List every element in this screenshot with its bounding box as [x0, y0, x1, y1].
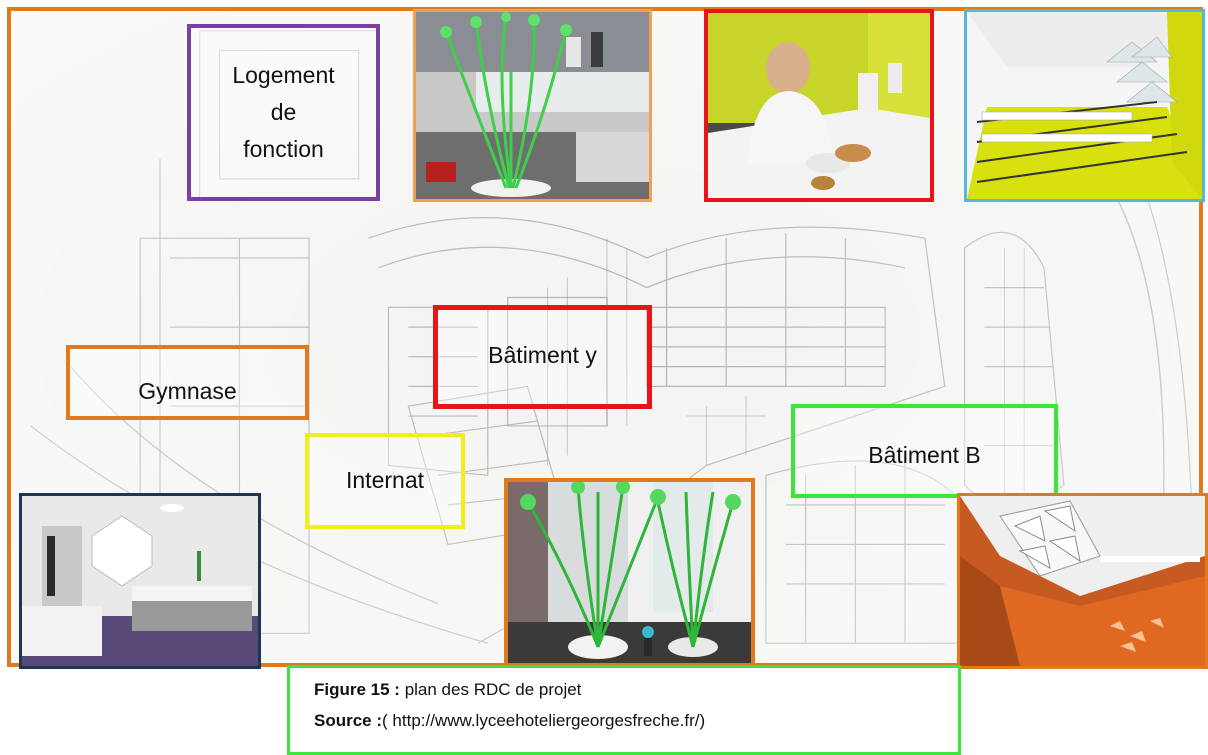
gymnase-text: Gymnase	[138, 378, 237, 405]
logement-line-1: Logement	[232, 62, 335, 89]
figure-caption: Figure 15 : plan des RDC de projet Sourc…	[287, 665, 961, 755]
label-logement-de-fonction: Logement de fonction	[187, 24, 380, 201]
batiment-y-text: Bâtiment y	[488, 342, 597, 368]
photo-hall-atrium	[413, 9, 652, 202]
logement-line-2: de	[270, 99, 297, 126]
label-batiment-b: Bâtiment B	[791, 404, 1058, 498]
photo-bedroom	[19, 493, 261, 669]
batiment-b-text: Bâtiment B	[868, 442, 981, 468]
caption-source-line: Source :( http://www.lyceehoteliergeorge…	[314, 711, 958, 731]
figure-text: plan des RDC de projet	[399, 680, 582, 699]
photo-orange-room	[957, 493, 1208, 669]
label-internat: Internat	[305, 433, 465, 529]
label-gymnase: Gymnase	[66, 345, 309, 420]
source-label: Source :	[314, 711, 383, 730]
photo-restaurant	[704, 9, 934, 202]
figure-label: Figure 15 :	[314, 680, 400, 699]
source-text: ( http://www.lyceehoteliergeorgesfreche.…	[382, 711, 706, 730]
caption-figure-line: Figure 15 : plan des RDC de projet	[314, 680, 958, 700]
photo-classroom	[964, 9, 1205, 202]
logement-line-3: fonction	[243, 135, 324, 162]
internat-text: Internat	[346, 467, 424, 494]
label-batiment-y: Bâtiment y	[433, 305, 652, 409]
photo-atrium-trees	[504, 478, 755, 667]
